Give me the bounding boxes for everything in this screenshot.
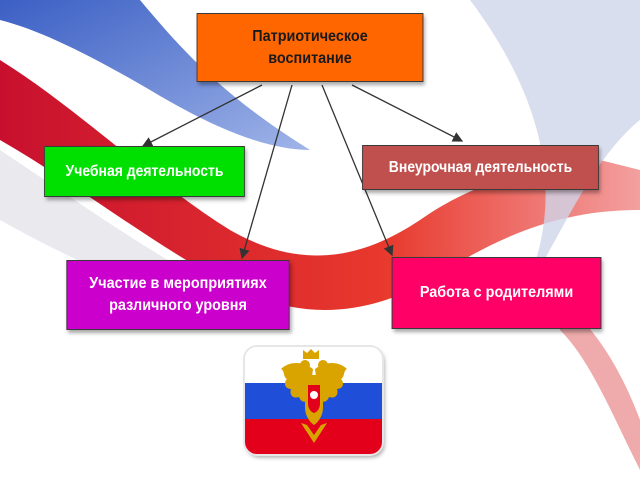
node-label: Учебная деятельность: [65, 162, 224, 180]
node-label: Внеурочная деятельность: [388, 158, 573, 176]
node-events-participation: Участие в мероприятиях различного уровня: [66, 260, 290, 330]
right-red-ribbon: [560, 300, 640, 470]
node-label: Участие в мероприятиях различного уровня: [89, 275, 267, 314]
node-extracurricular-activity: Внеурочная деятельность: [362, 145, 599, 190]
node-label: Работа с родителями: [419, 284, 574, 301]
russian-coat-of-arms-icon: [281, 349, 347, 443]
node-study-activity: Учебная деятельность: [44, 146, 245, 197]
node-work-with-parents: Работа с родителями: [391, 257, 602, 329]
red-ribbon: [0, 60, 640, 310]
node-patriotic-education: Патриотическое воспитание: [196, 13, 424, 82]
russian-flag: [245, 347, 382, 454]
node-label: Патриотическое воспитание: [252, 27, 368, 67]
